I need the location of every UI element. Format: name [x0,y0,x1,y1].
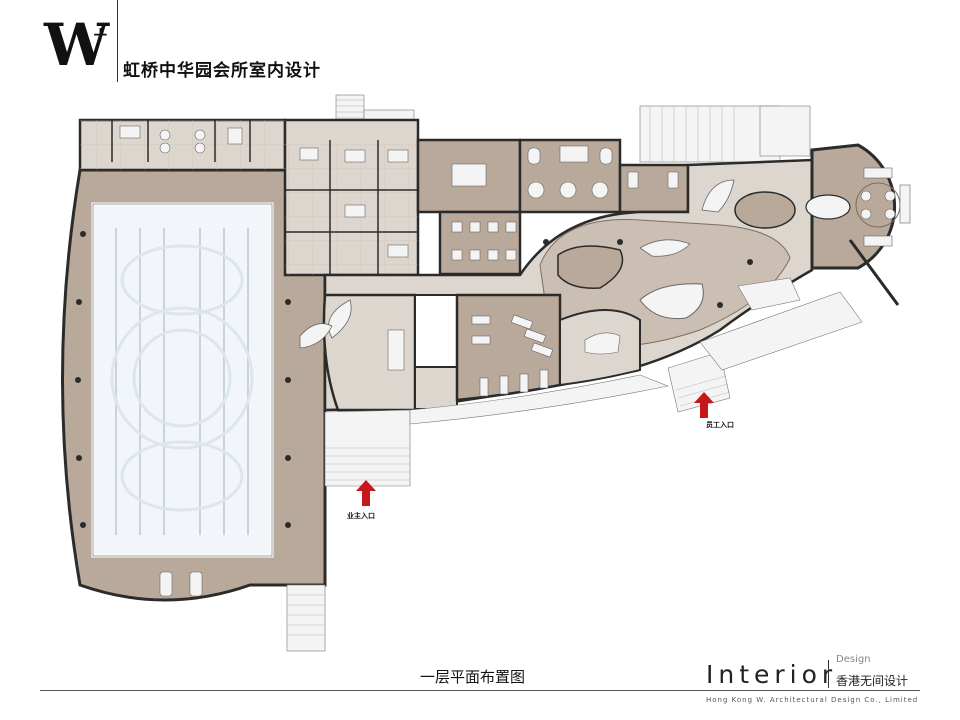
brand-chinese-name: 香港无间设计 [836,674,909,688]
owner-entrance-arrow [356,480,376,506]
brand-company: Hong Kong W. Architectural Design Co., L… [706,696,919,704]
logo-letter: W [44,11,109,79]
brand-divider [828,660,829,688]
rotunda [805,143,911,306]
lower-rooms [299,293,641,412]
owner-entrance-label: 业主入口 [347,512,375,520]
service-block [78,118,420,277]
brand-name: Interior [706,660,838,689]
logo-plus: + [92,22,109,46]
staff-entrance-arrow [694,392,714,418]
page-title: 虹桥中华园会所室内设计 [123,61,321,81]
footer-rule [40,690,920,691]
central-rooms [416,138,690,276]
exterior-steps [324,291,863,487]
pool-hall [61,168,327,652]
header-divider [117,0,118,82]
staff-entrance-label: 员工入口 [706,421,734,429]
brand-design-word: Design [836,654,871,665]
plan-caption: 一层平面布置图 [420,668,526,686]
